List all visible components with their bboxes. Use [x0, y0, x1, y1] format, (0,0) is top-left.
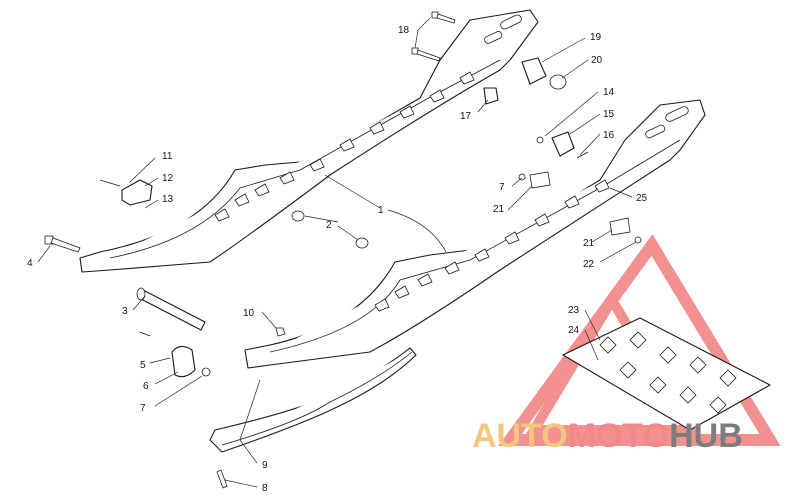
label-part-4: 4 [27, 258, 33, 269]
label-part-3: 3 [122, 306, 128, 317]
label-part-12: 12 [162, 173, 174, 184]
label-part-2: 2 [326, 220, 332, 231]
svg-text:AUTOMOTOHUB: AUTOMOTOHUB [472, 417, 743, 455]
label-part-9: 9 [262, 460, 268, 471]
rail-right [244, 99, 706, 369]
label-part-24: 24 [568, 325, 580, 336]
components [44, 11, 771, 489]
label-part-20: 20 [591, 55, 603, 66]
label-part-8: 8 [262, 483, 268, 494]
label-part-15: 15 [603, 109, 615, 120]
label-part-23: 23 [568, 305, 580, 316]
label-part-10: 10 [243, 308, 255, 319]
rail-right-cutouts [374, 106, 689, 312]
label-part-7-lower: 7 [140, 403, 146, 414]
watermark-auto: AUTO [472, 417, 568, 455]
label-part-22: 22 [583, 259, 595, 270]
label-part-6: 6 [143, 381, 149, 392]
leader-lines [37, 17, 637, 488]
label-part-19: 19 [590, 32, 602, 43]
label-part-18: 18 [398, 25, 410, 36]
label-part-21-upper: 21 [493, 204, 505, 215]
label-part-21-lower: 21 [583, 238, 595, 249]
part-labels: 1 2 3 4 5 6 7 7 8 9 10 11 12 13 14 15 16… [27, 25, 648, 494]
label-part-11: 11 [162, 151, 173, 162]
watermark-text: AUTOMOTOHUB [472, 417, 743, 455]
watermark-moto: MOTO [568, 417, 669, 455]
label-part-25: 25 [636, 193, 648, 204]
track-studs [599, 331, 737, 414]
watermark-hub: HUB [669, 417, 743, 455]
slide [209, 347, 417, 453]
label-part-1: 1 [378, 205, 384, 216]
label-part-17: 17 [460, 111, 472, 122]
label-part-7-upper: 7 [499, 182, 505, 193]
rail-left [79, 9, 539, 273]
label-part-16: 16 [603, 130, 615, 141]
axle [136, 287, 206, 331]
label-part-13: 13 [162, 194, 174, 205]
rail-left-cutouts [214, 14, 522, 222]
label-part-5: 5 [140, 360, 146, 371]
label-part-14: 14 [603, 87, 615, 98]
